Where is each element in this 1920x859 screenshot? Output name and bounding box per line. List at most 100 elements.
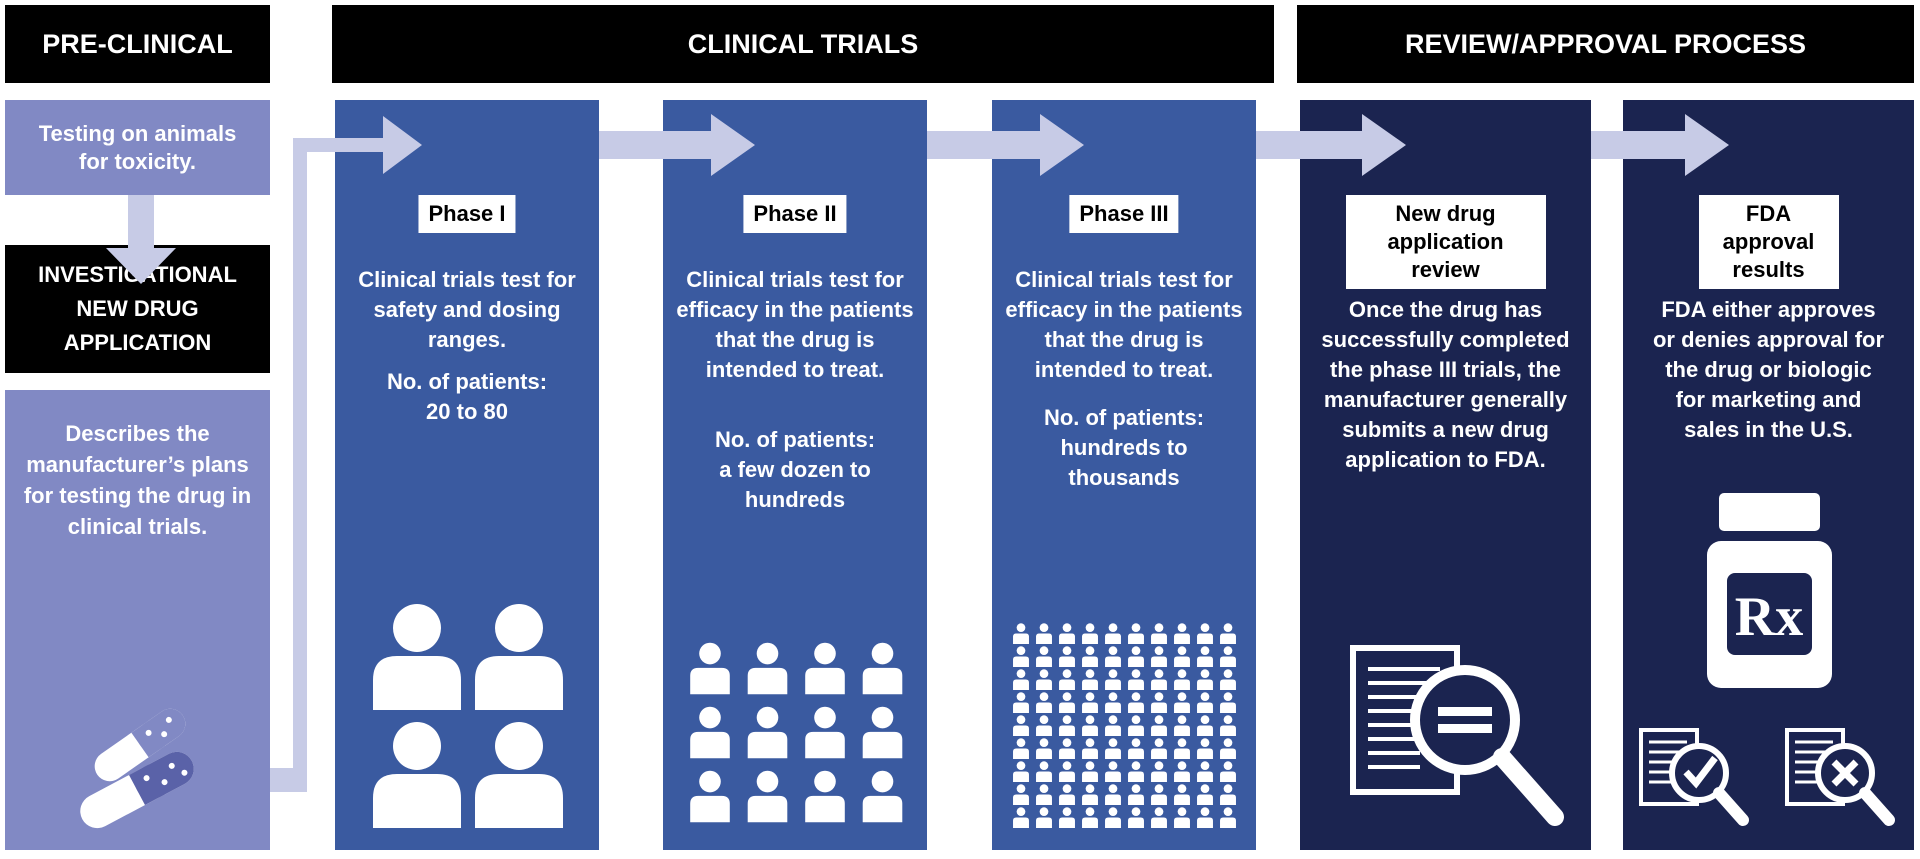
person-head	[1177, 646, 1187, 655]
person-body	[1220, 633, 1236, 645]
person-head	[1200, 784, 1210, 793]
person-body	[1151, 817, 1167, 829]
phase-2-panel: Phase II Clinical trials test for effica…	[663, 100, 927, 850]
person-head	[1108, 807, 1118, 816]
phase-2-patients-value: a few dozen to hundreds	[719, 457, 871, 512]
person-head	[1016, 738, 1026, 747]
person-head	[1200, 669, 1210, 678]
person-body	[1174, 656, 1190, 668]
person-body	[1220, 794, 1236, 806]
preclinical-header: PRE-CLINICAL	[5, 5, 270, 83]
person-head	[1062, 784, 1072, 793]
phase-3-description: Clinical trials test for efficacy in the…	[1005, 267, 1243, 382]
ind-application-title: INVESTIGATIONAL NEW DRUG APPLICATION	[5, 245, 270, 373]
person-body	[1013, 771, 1029, 783]
person-head	[1200, 761, 1210, 770]
person-body	[1082, 794, 1098, 806]
person-body	[1013, 702, 1029, 714]
person-head	[1177, 623, 1187, 632]
person-body	[1128, 725, 1144, 737]
person-head	[1200, 807, 1210, 816]
person-head	[699, 706, 721, 729]
person-body	[1151, 771, 1167, 783]
person-head	[871, 770, 894, 793]
person-body	[1082, 633, 1098, 645]
person-body	[1197, 771, 1213, 783]
person-body	[1036, 633, 1052, 645]
nda-review-label: New drug application review	[1345, 195, 1546, 289]
person-head	[1062, 692, 1072, 701]
phase-3-patients-value: hundreds to thousands	[1060, 435, 1188, 490]
ind-application-title-text: INVESTIGATIONAL NEW DRUG APPLICATION	[38, 262, 237, 355]
person-head	[1177, 715, 1187, 724]
person-body	[1082, 817, 1098, 829]
person-body	[690, 667, 730, 695]
phase-1-patients-value: 20 to 80	[426, 399, 508, 424]
animal-testing-box: Testing on animals for toxicity.	[5, 100, 270, 195]
person-body	[1013, 794, 1029, 806]
nda-review-description: Once the drug has successfully completed…	[1321, 297, 1570, 472]
person-head	[1016, 646, 1026, 655]
person-body	[1128, 771, 1144, 783]
person-body	[1220, 748, 1236, 760]
person-body	[747, 667, 788, 695]
person-body	[1105, 725, 1121, 737]
person-body	[1036, 725, 1052, 737]
person-body	[1105, 771, 1121, 783]
person-body	[1105, 794, 1121, 806]
ind-description-box: Describes the manufacturer’s plans for t…	[5, 390, 270, 850]
animal-testing-text: Testing on animals for toxicity.	[38, 120, 237, 174]
person-body	[1174, 679, 1190, 691]
person-body	[805, 667, 845, 695]
person-head	[1154, 669, 1164, 678]
person-body	[1151, 656, 1167, 668]
person-body	[1105, 679, 1121, 691]
person-body	[1197, 702, 1213, 714]
person-body	[1013, 656, 1029, 668]
person-body	[1105, 656, 1121, 668]
person-head	[1200, 623, 1210, 632]
person-head	[1108, 669, 1118, 678]
person-body	[1174, 817, 1190, 829]
denied-document-icon	[1785, 728, 1895, 826]
person-head	[1062, 807, 1072, 816]
person-body	[1082, 656, 1098, 668]
person-body	[1036, 679, 1052, 691]
person-body	[1220, 817, 1236, 829]
person-body	[1220, 725, 1236, 737]
phase-2-patients-label: No. of patients:	[714, 427, 876, 452]
person-head	[1016, 784, 1026, 793]
person-head	[1200, 715, 1210, 724]
person-body	[1105, 702, 1121, 714]
person-body	[1197, 656, 1213, 668]
phase-1-label: Phase I	[418, 195, 516, 233]
person-head	[1223, 807, 1233, 816]
person-head	[1062, 623, 1072, 632]
person-body	[690, 731, 730, 759]
patient-group-icon	[1013, 623, 1236, 829]
person-body	[1059, 748, 1075, 760]
phase-3-patients-label: No. of patients:	[1043, 405, 1205, 430]
person-body	[1059, 679, 1075, 691]
person-head	[1108, 784, 1118, 793]
person-head	[1062, 738, 1072, 747]
person-body	[1105, 817, 1121, 829]
person-head	[1016, 807, 1026, 816]
person-head	[1085, 761, 1095, 770]
person-body	[1151, 633, 1167, 645]
person-body	[862, 667, 903, 695]
person-body	[1128, 702, 1144, 714]
ind-description-text: Describes the manufacturer’s plans for t…	[23, 421, 252, 539]
person-body	[1013, 633, 1029, 645]
person-body	[1151, 794, 1167, 806]
person-body	[747, 795, 788, 823]
person-head	[1154, 807, 1164, 816]
phase-3-label: Phase III	[1069, 195, 1179, 233]
person-head	[1085, 646, 1095, 655]
person-head	[1131, 761, 1141, 770]
person-head	[1062, 761, 1072, 770]
rx-symbol: Rx	[1735, 586, 1803, 648]
person-body	[690, 795, 730, 823]
person-head	[1016, 623, 1026, 632]
person-head	[1154, 784, 1164, 793]
